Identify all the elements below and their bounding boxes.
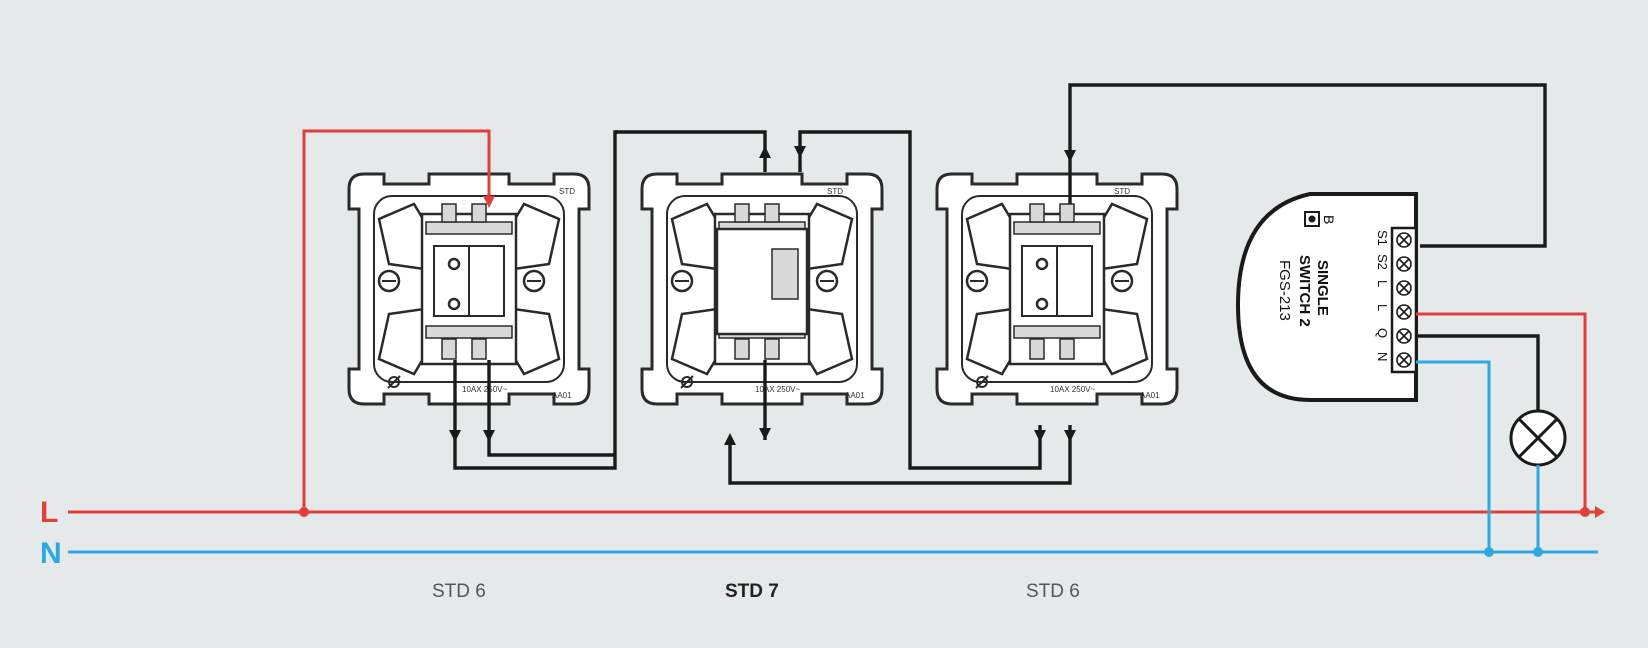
terminal-screws — [1396, 232, 1412, 368]
traveller-wires — [449, 83, 1547, 485]
switch-std6-left: STD 10AX 250V~ AA01 — [347, 172, 591, 406]
terminal-label-n: N — [1375, 352, 1390, 361]
switch-rating: 10AX 250V~ — [755, 385, 800, 394]
module-model: FGS-213 — [1276, 260, 1293, 321]
live-feed-wire — [302, 129, 491, 512]
live-rail — [68, 506, 1605, 518]
module-button-label: B — [1321, 215, 1337, 224]
module-live-wire — [1416, 312, 1587, 512]
switch-mark: STD — [827, 187, 843, 196]
neutral-rail — [68, 547, 1598, 557]
switch-label-std6-left: STD 6 — [432, 581, 486, 602]
switch-label-std7: STD 7 — [725, 581, 779, 602]
terminal-label-l1: L — [1375, 280, 1390, 287]
switch-label-std6-right: STD 6 — [1026, 581, 1080, 602]
live-label: L — [40, 496, 58, 529]
switch-code: AA01 — [552, 391, 572, 400]
terminal-label-s2: S2 — [1375, 254, 1390, 270]
module-output-wire — [1416, 334, 1540, 412]
terminal-label-s1: S1 — [1375, 230, 1390, 246]
switch-code: AA01 — [845, 391, 865, 400]
module-neutral-wire — [1416, 360, 1491, 552]
switch-std6-right: STD 10AX 250V~ AA01 — [935, 172, 1179, 406]
switch-rating: 10AX 250V~ — [1050, 385, 1095, 394]
lamp-icon — [1509, 409, 1567, 467]
switch-std7-middle: STD 10AX 250V~ AA01 — [640, 172, 884, 406]
module-line2: SWITCH 2 — [1296, 255, 1313, 327]
switch-mark: STD — [559, 187, 575, 196]
switch-mark: STD — [1114, 187, 1130, 196]
module-line1: SINGLE — [1314, 260, 1331, 316]
switch-module-fgs213: SINGLE SWITCH 2 FGS-213 B S1 S2 L L Q N — [1235, 192, 1418, 402]
switch-code: AA01 — [1140, 391, 1160, 400]
switch-rating: 10AX 250V~ — [462, 385, 507, 394]
terminal-label-l2: L — [1375, 304, 1390, 311]
terminal-label-q: Q — [1375, 328, 1390, 338]
neutral-label: N — [40, 537, 62, 570]
